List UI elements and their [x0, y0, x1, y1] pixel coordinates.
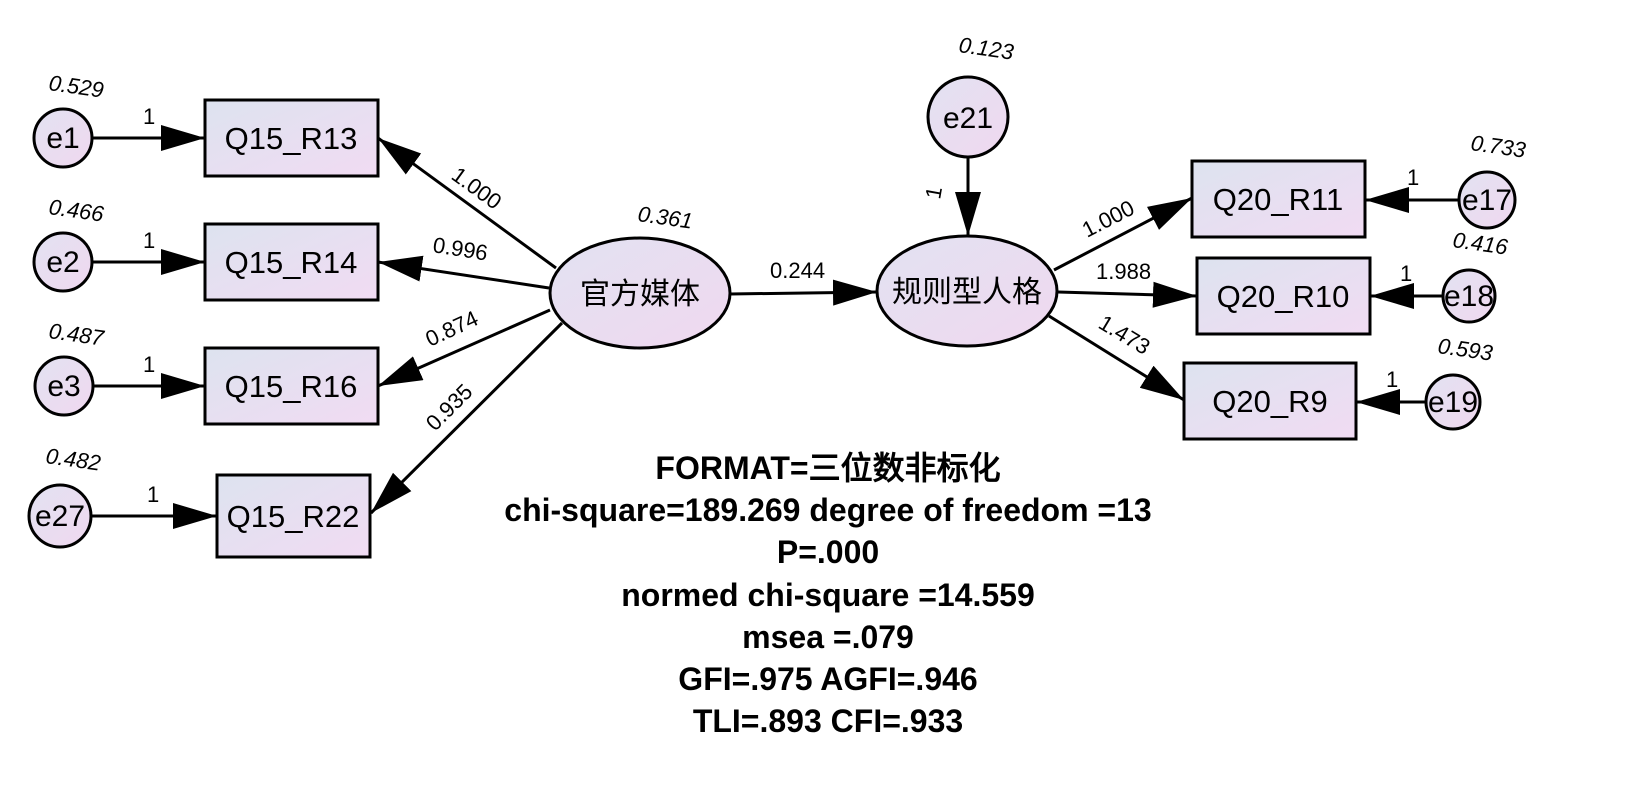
error-label: e3 [47, 370, 80, 403]
path-media-to-q15-r22 [369, 321, 564, 515]
latent-label: 官方媒体 [580, 277, 700, 312]
observed-label: Q20_R9 [1212, 384, 1327, 419]
fixed-e17: 1 [1407, 165, 1419, 190]
variance-e18: 0.416 [1451, 227, 1510, 260]
error-label: e21 [943, 102, 993, 135]
error-label: e19 [1428, 386, 1478, 419]
latent-official-media: 官方媒体 [548, 236, 732, 350]
error-label: e1 [46, 122, 79, 155]
latent-rule-personality: 规则型人格 [875, 234, 1059, 348]
path-personality-to-q20-r9 [1048, 314, 1185, 402]
observed-q15-r14: Q15_R14 [203, 222, 380, 302]
observed-q20-r11: Q20_R11 [1190, 159, 1367, 239]
variance-e3: 0.487 [47, 318, 106, 351]
coef-personality-r10: 1.988 [1096, 259, 1151, 284]
fit-gfi-agfi: GFI=.975 AGFI=.946 [678, 661, 977, 697]
error-label: e18 [1444, 280, 1494, 313]
observed-label: Q20_R11 [1213, 182, 1343, 217]
fixed-e27: 1 [147, 482, 159, 507]
observed-label: Q20_R10 [1217, 279, 1350, 314]
path-media-to-q15-r16 [377, 308, 551, 388]
fixed-e18: 1 [1400, 261, 1412, 286]
error-e3: e3 [33, 355, 95, 417]
coef-media-r22: 0.935 [421, 379, 478, 436]
fit-rmsea: msea =.079 [742, 619, 914, 655]
observed-q20-r9: Q20_R9 [1182, 361, 1358, 441]
observed-q15-r16: Q15_R16 [203, 346, 380, 426]
fixed-e2: 1 [143, 228, 155, 253]
observed-q15-r13: Q15_R13 [203, 98, 380, 178]
latent-variables: 官方媒体 规则型人格 [548, 234, 1059, 350]
coef-media-personality: 0.244 [770, 258, 825, 283]
coef-personality-r11: 1.000 [1078, 195, 1138, 242]
fit-tli-cfi: TLI=.893 CFI=.933 [693, 703, 963, 739]
error-e18: e18 [1441, 268, 1497, 324]
path-personality-to-q20-r10 [1057, 281, 1198, 308]
path-arrows [92, 125, 1460, 529]
fixed-e21: 1 [920, 184, 947, 200]
latent-label: 规则型人格 [892, 275, 1042, 310]
coef-media-r13: 1.000 [447, 162, 506, 215]
fixed-e3: 1 [143, 352, 155, 377]
observed-label: Q15_R22 [227, 499, 360, 534]
variance-e17: 0.733 [1469, 130, 1528, 163]
observed-label: Q15_R16 [225, 369, 358, 404]
variance-e27: 0.482 [44, 443, 102, 475]
error-e27: e27 [27, 483, 93, 549]
observed-label: Q15_R13 [225, 121, 358, 156]
fixed-e1: 1 [143, 104, 155, 129]
path-media-to-q15-r14 [377, 255, 550, 290]
error-e1: e1 [32, 107, 94, 169]
error-e21: e21 [926, 75, 1010, 159]
coef-media-r14: 0.996 [431, 232, 489, 265]
variance-e19: 0.593 [1436, 333, 1495, 366]
fixed-e19: 1 [1386, 367, 1398, 392]
path-media-to-personality [729, 279, 878, 306]
fit-statistics: FORMAT=三位数非标化 chi-square=189.269 degree … [504, 450, 1151, 739]
path-personality-to-q20-r11 [1053, 196, 1193, 272]
error-e19: e19 [1424, 373, 1482, 431]
variance-e21: 0.123 [957, 32, 1016, 65]
fit-normed-chi-square: normed chi-square =14.559 [621, 577, 1035, 613]
variance-official-media: 0.361 [636, 201, 694, 233]
error-label: e27 [35, 500, 85, 533]
fixed-loadings: 1 1 1 1 1 1 1 1 [143, 104, 1419, 507]
error-terms: e1 e2 e3 e27 e21 e17 e18 e19 [27, 75, 1517, 549]
observed-label: Q15_R14 [225, 245, 358, 280]
error-label: e17 [1462, 184, 1512, 217]
error-e2: e2 [32, 231, 94, 293]
coef-personality-r9: 1.473 [1094, 310, 1154, 360]
observed-q15-r22: Q15_R22 [215, 473, 372, 559]
fit-format: FORMAT=三位数非标化 [655, 450, 1000, 486]
observed-q20-r10: Q20_R10 [1195, 256, 1372, 336]
observed-variables: Q15_R13 Q15_R14 Q15_R16 Q15_R22 Q20_R11 … [203, 98, 1372, 559]
error-label: e2 [46, 246, 79, 279]
path-media-to-q15-r13 [377, 136, 557, 270]
error-e17: e17 [1457, 170, 1517, 230]
variance-e1: 0.529 [47, 70, 105, 102]
fit-chi-square: chi-square=189.269 degree of freedom =13 [504, 492, 1151, 528]
fit-p-value: P=.000 [777, 534, 879, 570]
variance-e2: 0.466 [47, 194, 106, 227]
